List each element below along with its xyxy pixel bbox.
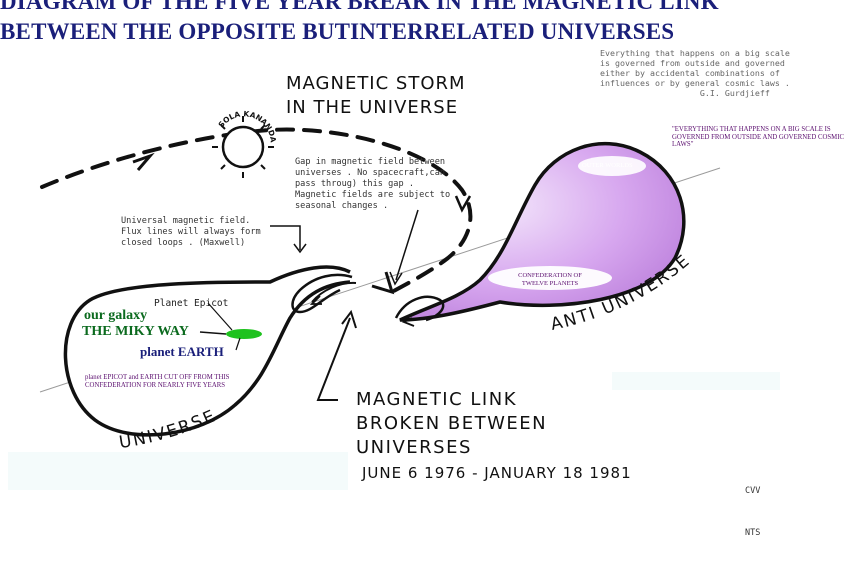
- flux-pointer-head: [293, 243, 307, 254]
- link-pointer-head: [341, 309, 357, 329]
- gap-pointer-head: [389, 271, 403, 286]
- link-title-line-3: UNIVERSES: [356, 437, 472, 458]
- storm-title: MAGNETIC STORM IN THE UNIVERSE: [286, 72, 466, 120]
- link-title-line-1: MAGNETIC LINK: [356, 389, 518, 410]
- outer-worlds-label: OUTER WORLDS: [582, 162, 633, 169]
- storm-title-line-1: MAGNETIC STORM: [286, 73, 466, 94]
- anti-universe-inner-loop: [394, 295, 445, 322]
- magnetic-link-title: MAGNETIC LINK BROKEN BETWEEN UNIVERSES: [356, 388, 547, 460]
- universe-shape: [63, 265, 351, 437]
- epicot-pointer: [207, 302, 233, 331]
- diagram-canvas: UNIVERSE ANTI UNIVERSE SOLA KANANDA DIAG…: [0, 0, 845, 538]
- flux-pointer: [270, 225, 301, 250]
- earth-pointer: [235, 337, 241, 351]
- overlay-panel-bottom: [8, 452, 348, 490]
- storm-arrow-head: [132, 152, 155, 171]
- signature: CVV NTS: [745, 456, 765, 568]
- milky-way-pointer: [199, 331, 227, 335]
- our-galaxy-label: our galaxy: [84, 308, 148, 323]
- sun-icon: [212, 116, 274, 178]
- milky-way-galaxy: [226, 329, 262, 339]
- gap-note: Gap in magnetic field between universes …: [295, 157, 451, 211]
- universe-flow-arrow: [309, 295, 322, 305]
- cut-off-caption: planet EPICOT and EARTH CUT OFF FROM THI…: [85, 374, 230, 389]
- page-title-line-2: BETWEEN THE OPPOSITE BUTINTERRELATED UNI…: [0, 19, 675, 44]
- flux-note: Universal magnetic field. Flux lines wil…: [121, 216, 261, 248]
- universe-inner-loop-2: [311, 281, 357, 303]
- break-dates: JUNE 6 1976 - JANUARY 18 1981: [362, 464, 632, 482]
- page-title-line-1: DIAGRAM OF THE FIVE YEAR BREAK IN THE MA…: [0, 0, 719, 14]
- storm-title-line-2: IN THE UNIVERSE: [286, 97, 459, 118]
- signature-line-1: CVV: [745, 486, 761, 496]
- anti-flow-arrow: [401, 317, 415, 327]
- everything-caption: "EVERYTHING THAT HAPPENS ON A BIG SCALE …: [672, 126, 845, 148]
- gap-pointer: [395, 209, 419, 281]
- signature-line-2: NTS: [745, 528, 761, 538]
- storm-arrow-head-3: [454, 195, 472, 213]
- planet-epicot-label: Planet Epicot: [154, 298, 229, 309]
- milky-way-label: THE MIKY WAY: [82, 324, 189, 339]
- confederation-label: CONFEDERATION OF TWELVE PLANETS: [518, 272, 582, 287]
- outer-worlds-patch: [578, 156, 646, 176]
- diagram-drawing: UNIVERSE ANTI UNIVERSE SOLA KANANDA: [39, 109, 721, 453]
- gurdjieff-quote: Everything that happens on a big scale i…: [600, 48, 790, 98]
- planet-earth-label: planet EARTH: [140, 344, 224, 359]
- storm-trajectory-dashed: [40, 127, 473, 294]
- link-title-line-2: BROKEN BETWEEN: [356, 413, 548, 434]
- confederation-patch: [488, 266, 612, 290]
- overlay-panel-right: [612, 372, 780, 390]
- storm-arrow-head-2: [371, 271, 395, 295]
- link-pointer: [316, 317, 351, 401]
- anti-universe-shape: [399, 142, 686, 322]
